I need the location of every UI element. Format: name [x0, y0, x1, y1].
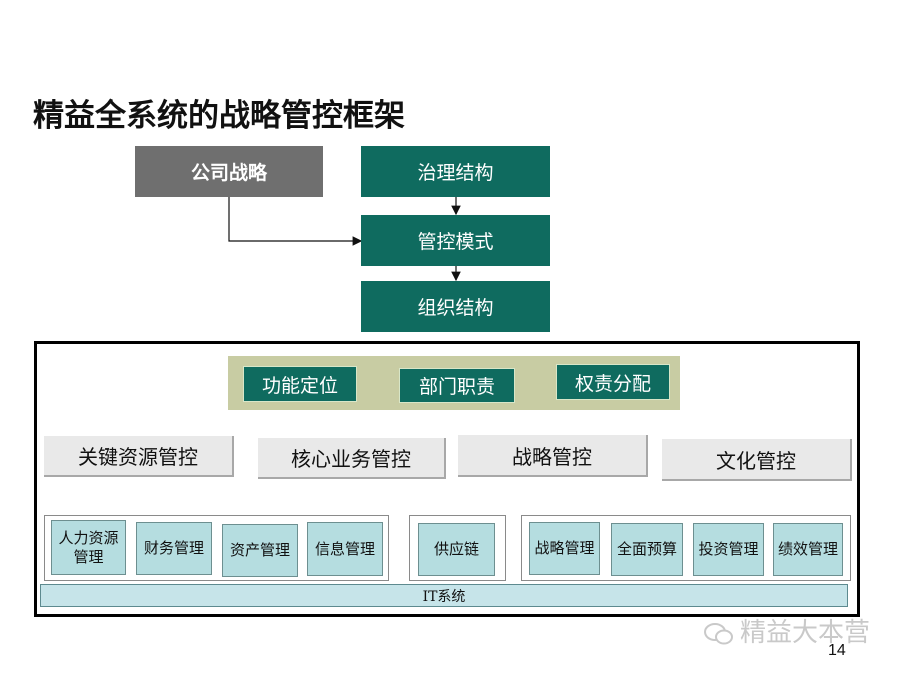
strategy-management-box: 战略管理 [529, 522, 600, 575]
function-positioning-box: 功能定位 [243, 366, 357, 402]
authority-allocation-box: 权责分配 [556, 364, 670, 400]
performance-management-box: 绩效管理 [773, 523, 843, 576]
information-management-box: 信息管理 [307, 522, 383, 576]
page-title: 精益全系统的战略管控框架 [33, 98, 405, 134]
strategy-control-box: 战略管控 [458, 435, 648, 477]
total-budget-box: 全面预算 [611, 523, 683, 576]
governance-structure-box: 治理结构 [361, 146, 550, 197]
org-structure-box: 组织结构 [361, 281, 550, 332]
asset-management-box: 资产管理 [222, 524, 298, 577]
hr-management-box: 人力资源管理 [51, 520, 126, 575]
watermark: 精益大本营 [703, 612, 870, 649]
key-resource-control-box: 关键资源管控 [44, 436, 234, 477]
control-framework-frame [34, 341, 860, 617]
page-number: 14 [828, 642, 846, 659]
arrow-strategy-to-control [228, 197, 363, 246]
department-duties-box: 部门职责 [399, 368, 515, 403]
culture-control-box: 文化管控 [662, 439, 852, 481]
it-system-bar: IT系统 [40, 584, 848, 607]
core-business-control-box: 核心业务管控 [258, 438, 446, 479]
control-mode-box: 管控模式 [361, 215, 550, 266]
watermark-text: 精益大本营 [739, 618, 870, 648]
finance-management-box: 财务管理 [136, 522, 212, 575]
investment-management-box: 投资管理 [693, 523, 764, 576]
supply-chain-box: 供应链 [418, 523, 495, 576]
company-strategy-box: 公司战略 [135, 146, 323, 197]
wechat-icon [703, 622, 733, 644]
